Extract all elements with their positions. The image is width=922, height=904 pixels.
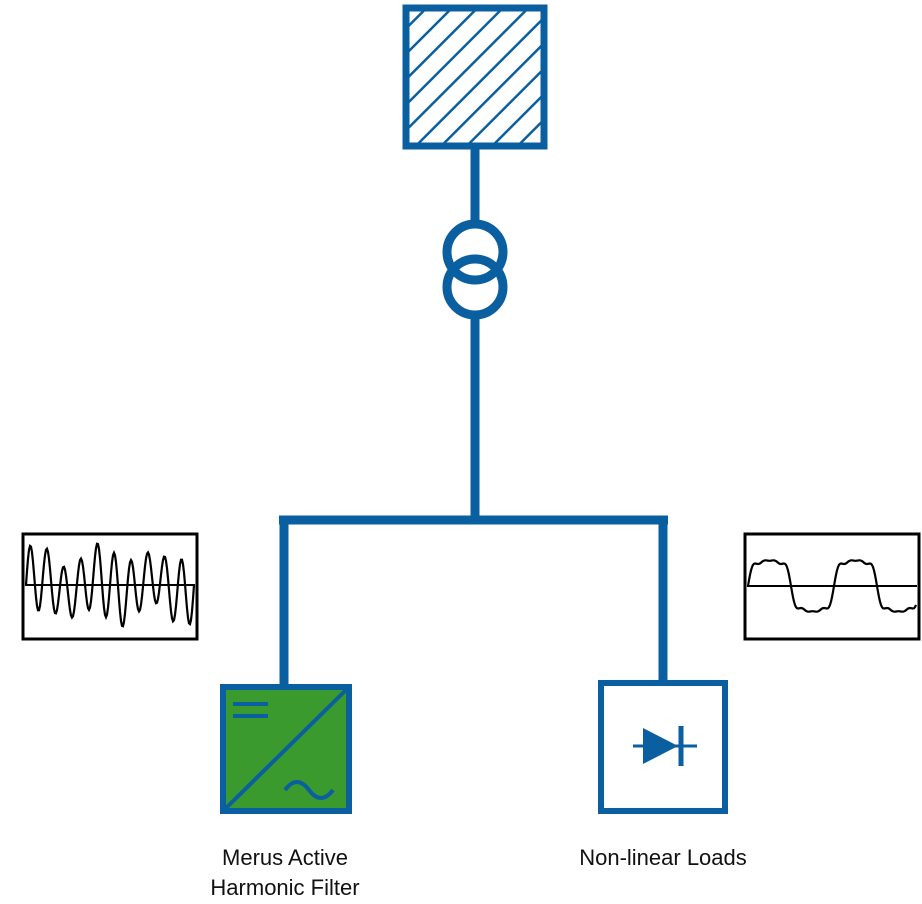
transformer-icon [442, 219, 508, 320]
filter-label-line1: Merus Active [222, 845, 348, 870]
filter-label: Merus Active Harmonic Filter [160, 843, 410, 903]
active-harmonic-filter-icon [220, 684, 352, 814]
load-label: Non-linear Loads [579, 845, 747, 870]
non-linear-load-icon [598, 680, 728, 814]
load-current-waveform [743, 532, 921, 641]
grid-source-icon [402, 4, 548, 150]
filter-label-line2: Harmonic Filter [210, 875, 360, 900]
filter-current-waveform [21, 532, 199, 641]
